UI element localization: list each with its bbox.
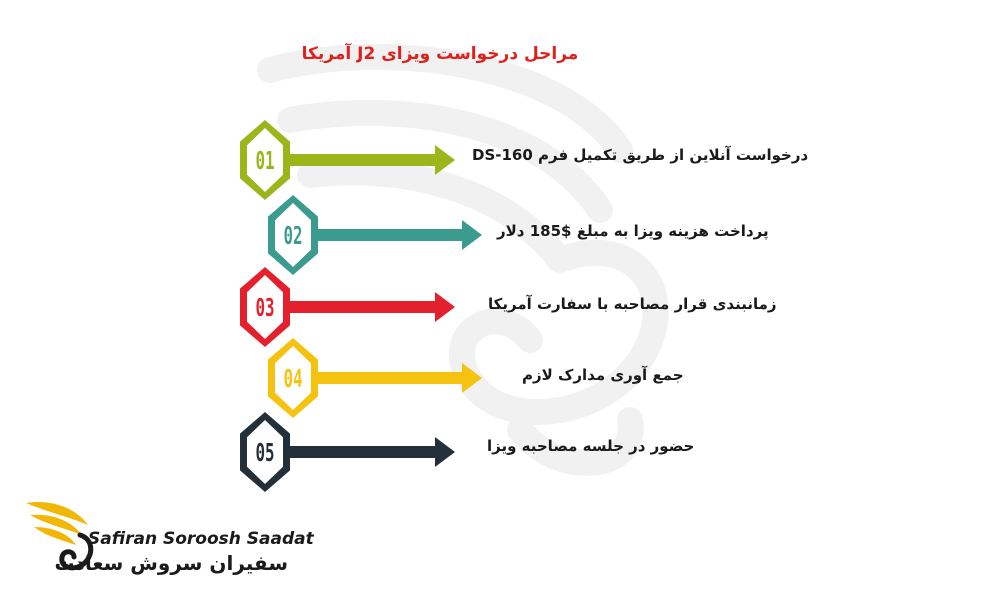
step-2-arrow-head-icon bbox=[462, 220, 482, 250]
step-1-hexagon-inner bbox=[247, 128, 283, 192]
step-5: 05 bbox=[240, 412, 455, 492]
step-2: 02 bbox=[268, 195, 482, 275]
step-5-arrow-head-icon bbox=[435, 437, 455, 467]
step-4-arrow-head-icon bbox=[462, 363, 482, 393]
step-4: 04 bbox=[268, 338, 482, 418]
step-3-text: زمانبندی قرار مصاحبه با سفارت آمریکا bbox=[488, 295, 777, 313]
step-5-arrow-shaft bbox=[265, 446, 437, 458]
step-1-arrow-shaft bbox=[265, 154, 437, 166]
step-1-number: 01 bbox=[255, 145, 274, 175]
step-3-hexagon-inner bbox=[247, 275, 283, 339]
step-1-arrow-head-icon bbox=[435, 145, 455, 175]
page-title: مراحل درخواست ویزای J2 آمریکا bbox=[301, 44, 579, 64]
brand-name-english: Safiran Soroosh Saadat bbox=[88, 529, 314, 549]
step-4-hexagon-inner bbox=[275, 346, 311, 410]
step-2-text: پرداخت هزینه ویزا به مبلغ $185 دلار bbox=[497, 222, 769, 240]
step-5-number: 05 bbox=[255, 437, 274, 467]
step-2-arrow-shaft bbox=[293, 229, 464, 241]
step-4-text: جمع آوری مدارک لازم bbox=[522, 366, 684, 384]
step-5-text: حضور در جلسه مصاحبه ویزا bbox=[487, 437, 695, 455]
step-3-arrow-head-icon bbox=[435, 292, 455, 322]
brand-name-persian: سفیران سروش سعادت bbox=[54, 551, 289, 575]
step-4-arrow-shaft bbox=[293, 372, 464, 384]
step-3-arrow-shaft bbox=[265, 301, 437, 313]
step-1: 01 bbox=[240, 120, 455, 200]
step-1-text: درخواست آنلاین از طریق تکمیل فرم DS-160 bbox=[472, 146, 809, 164]
brand-logo: Safiran Soroosh Saadat سفیران سروش سعادت bbox=[20, 495, 314, 585]
step-2-hexagon-inner bbox=[275, 203, 311, 267]
step-2-number: 02 bbox=[283, 220, 302, 250]
step-5-hexagon-inner bbox=[247, 420, 283, 484]
wing-logo-icon bbox=[26, 501, 94, 571]
step-3-number: 03 bbox=[255, 292, 274, 322]
step-3: 03 bbox=[240, 267, 455, 347]
step-4-number: 04 bbox=[283, 363, 302, 393]
